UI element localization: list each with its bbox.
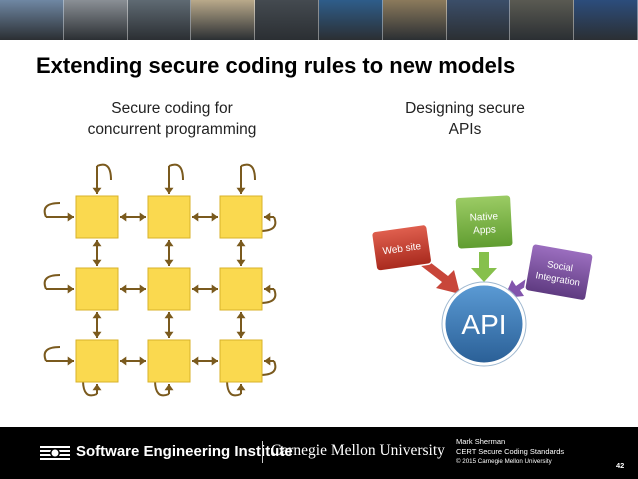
h-arrow-head xyxy=(264,356,271,366)
industrial-photo xyxy=(191,0,256,40)
cmu-name: Carnegie Mellon University xyxy=(271,442,445,459)
h-arrow-head xyxy=(120,284,127,294)
h-arrow-head xyxy=(192,212,199,222)
h-arrow-head xyxy=(211,284,218,294)
grid-box xyxy=(75,195,119,239)
blue-tech-photo xyxy=(318,0,383,40)
grid-box xyxy=(219,339,263,383)
h-arrow-head xyxy=(67,284,74,294)
v-arrow-head xyxy=(236,331,246,338)
web-site-arrow xyxy=(416,256,460,294)
v-arrow-head xyxy=(164,187,174,194)
header-photo-banner xyxy=(0,0,638,40)
h-arrow-head xyxy=(192,284,199,294)
grid-box xyxy=(147,267,191,311)
h-arrow-head xyxy=(67,212,74,222)
social-label-line-1: Social xyxy=(546,259,573,274)
grid-box xyxy=(75,267,119,311)
v-arrow-head xyxy=(92,331,102,338)
right-heading-line-2: APIs xyxy=(448,121,482,138)
talk-title: CERT Secure Coding Standards xyxy=(456,447,565,456)
grid-box xyxy=(75,339,119,383)
v-arrow-head xyxy=(164,312,174,319)
h-arrow-head xyxy=(139,212,146,222)
bottom-curl-arrow xyxy=(226,379,242,397)
api-label: API xyxy=(461,309,506,340)
gears-photo xyxy=(63,0,128,40)
h-arrow-head xyxy=(120,212,127,222)
h-arrow-head xyxy=(264,212,271,222)
left-column-heading: Secure coding for concurrent programming xyxy=(56,98,288,140)
social-integration-box: Social Integration xyxy=(524,243,594,302)
h-arrow-head xyxy=(211,356,218,366)
api-diagram: Web site Native Apps Social Integration … xyxy=(370,194,594,367)
copyright: © 2015 Carnegie Mellon University xyxy=(456,458,552,465)
bottom-curl-arrow xyxy=(82,379,98,397)
network-photo xyxy=(446,0,511,40)
v-arrow-head xyxy=(164,240,174,247)
left-heading-line-2: concurrent programming xyxy=(87,121,257,138)
v-arrow-head xyxy=(92,384,102,391)
native-apps-arrow xyxy=(471,252,497,282)
h-arrow-head xyxy=(120,356,127,366)
h-arrow-head xyxy=(139,284,146,294)
v-arrow-head xyxy=(236,240,246,247)
h-arrow-head xyxy=(264,284,271,294)
v-arrow-head xyxy=(164,384,174,391)
grid-box xyxy=(219,267,263,311)
right-curl-arrow xyxy=(259,360,277,376)
web-site-label: Web site xyxy=(382,241,422,257)
sei-name: Software Engineering Institute xyxy=(76,443,293,460)
v-arrow-head xyxy=(236,187,246,194)
engine-photo xyxy=(127,0,192,40)
sei-logo-icon xyxy=(40,446,70,460)
web-site-box: Web site xyxy=(370,223,433,272)
top-curl-arrow xyxy=(96,163,112,181)
v-arrow-head xyxy=(92,312,102,319)
grid-box xyxy=(147,195,191,239)
h-arrow-head xyxy=(139,356,146,366)
page-number: 42 xyxy=(616,461,625,470)
right-heading-line-1: Designing secure xyxy=(405,100,525,117)
top-curl-arrow xyxy=(240,163,256,181)
bottom-curl-arrow xyxy=(154,379,170,397)
lock-photo xyxy=(574,0,638,40)
slide-footer: Software Engineering Institute Carnegie … xyxy=(0,427,638,479)
power-lines-photo xyxy=(382,0,447,40)
footer-divider xyxy=(262,441,263,463)
top-curl-arrow xyxy=(168,163,184,181)
native-apps-box: Native Apps xyxy=(454,194,514,250)
gear-photo xyxy=(255,0,319,40)
v-arrow-head xyxy=(164,331,174,338)
grid-box xyxy=(147,339,191,383)
grid-box xyxy=(219,195,263,239)
author-name: Mark Sherman xyxy=(456,437,506,446)
v-arrow-head xyxy=(92,240,102,247)
h-arrow-head xyxy=(67,356,74,366)
h-arrow-head xyxy=(192,356,199,366)
v-arrow-head xyxy=(92,187,102,194)
concurrency-grid-diagram xyxy=(43,163,277,397)
api-circle: API xyxy=(441,281,527,367)
city-skyline-photo xyxy=(0,0,64,40)
keyboard-photo xyxy=(510,0,575,40)
left-curl-arrow xyxy=(43,202,61,218)
left-heading-line-1: Secure coding for xyxy=(111,100,233,117)
v-arrow-head xyxy=(92,259,102,266)
right-curl-arrow xyxy=(259,288,277,304)
left-curl-arrow xyxy=(43,274,61,290)
v-arrow-head xyxy=(236,384,246,391)
slide-title: Extending secure coding rules to new mod… xyxy=(36,53,516,78)
v-arrow-head xyxy=(236,259,246,266)
v-arrow-head xyxy=(236,312,246,319)
native-apps-label-line-1: Native xyxy=(469,211,498,223)
footer-meta: Mark Sherman CERT Secure Coding Standard… xyxy=(456,437,564,467)
native-apps-label-line-2: Apps xyxy=(473,224,496,236)
right-curl-arrow xyxy=(259,216,277,232)
left-curl-arrow xyxy=(43,346,61,362)
h-arrow-head xyxy=(211,212,218,222)
right-column-heading: Designing secure APIs xyxy=(360,98,570,140)
v-arrow-head xyxy=(164,259,174,266)
